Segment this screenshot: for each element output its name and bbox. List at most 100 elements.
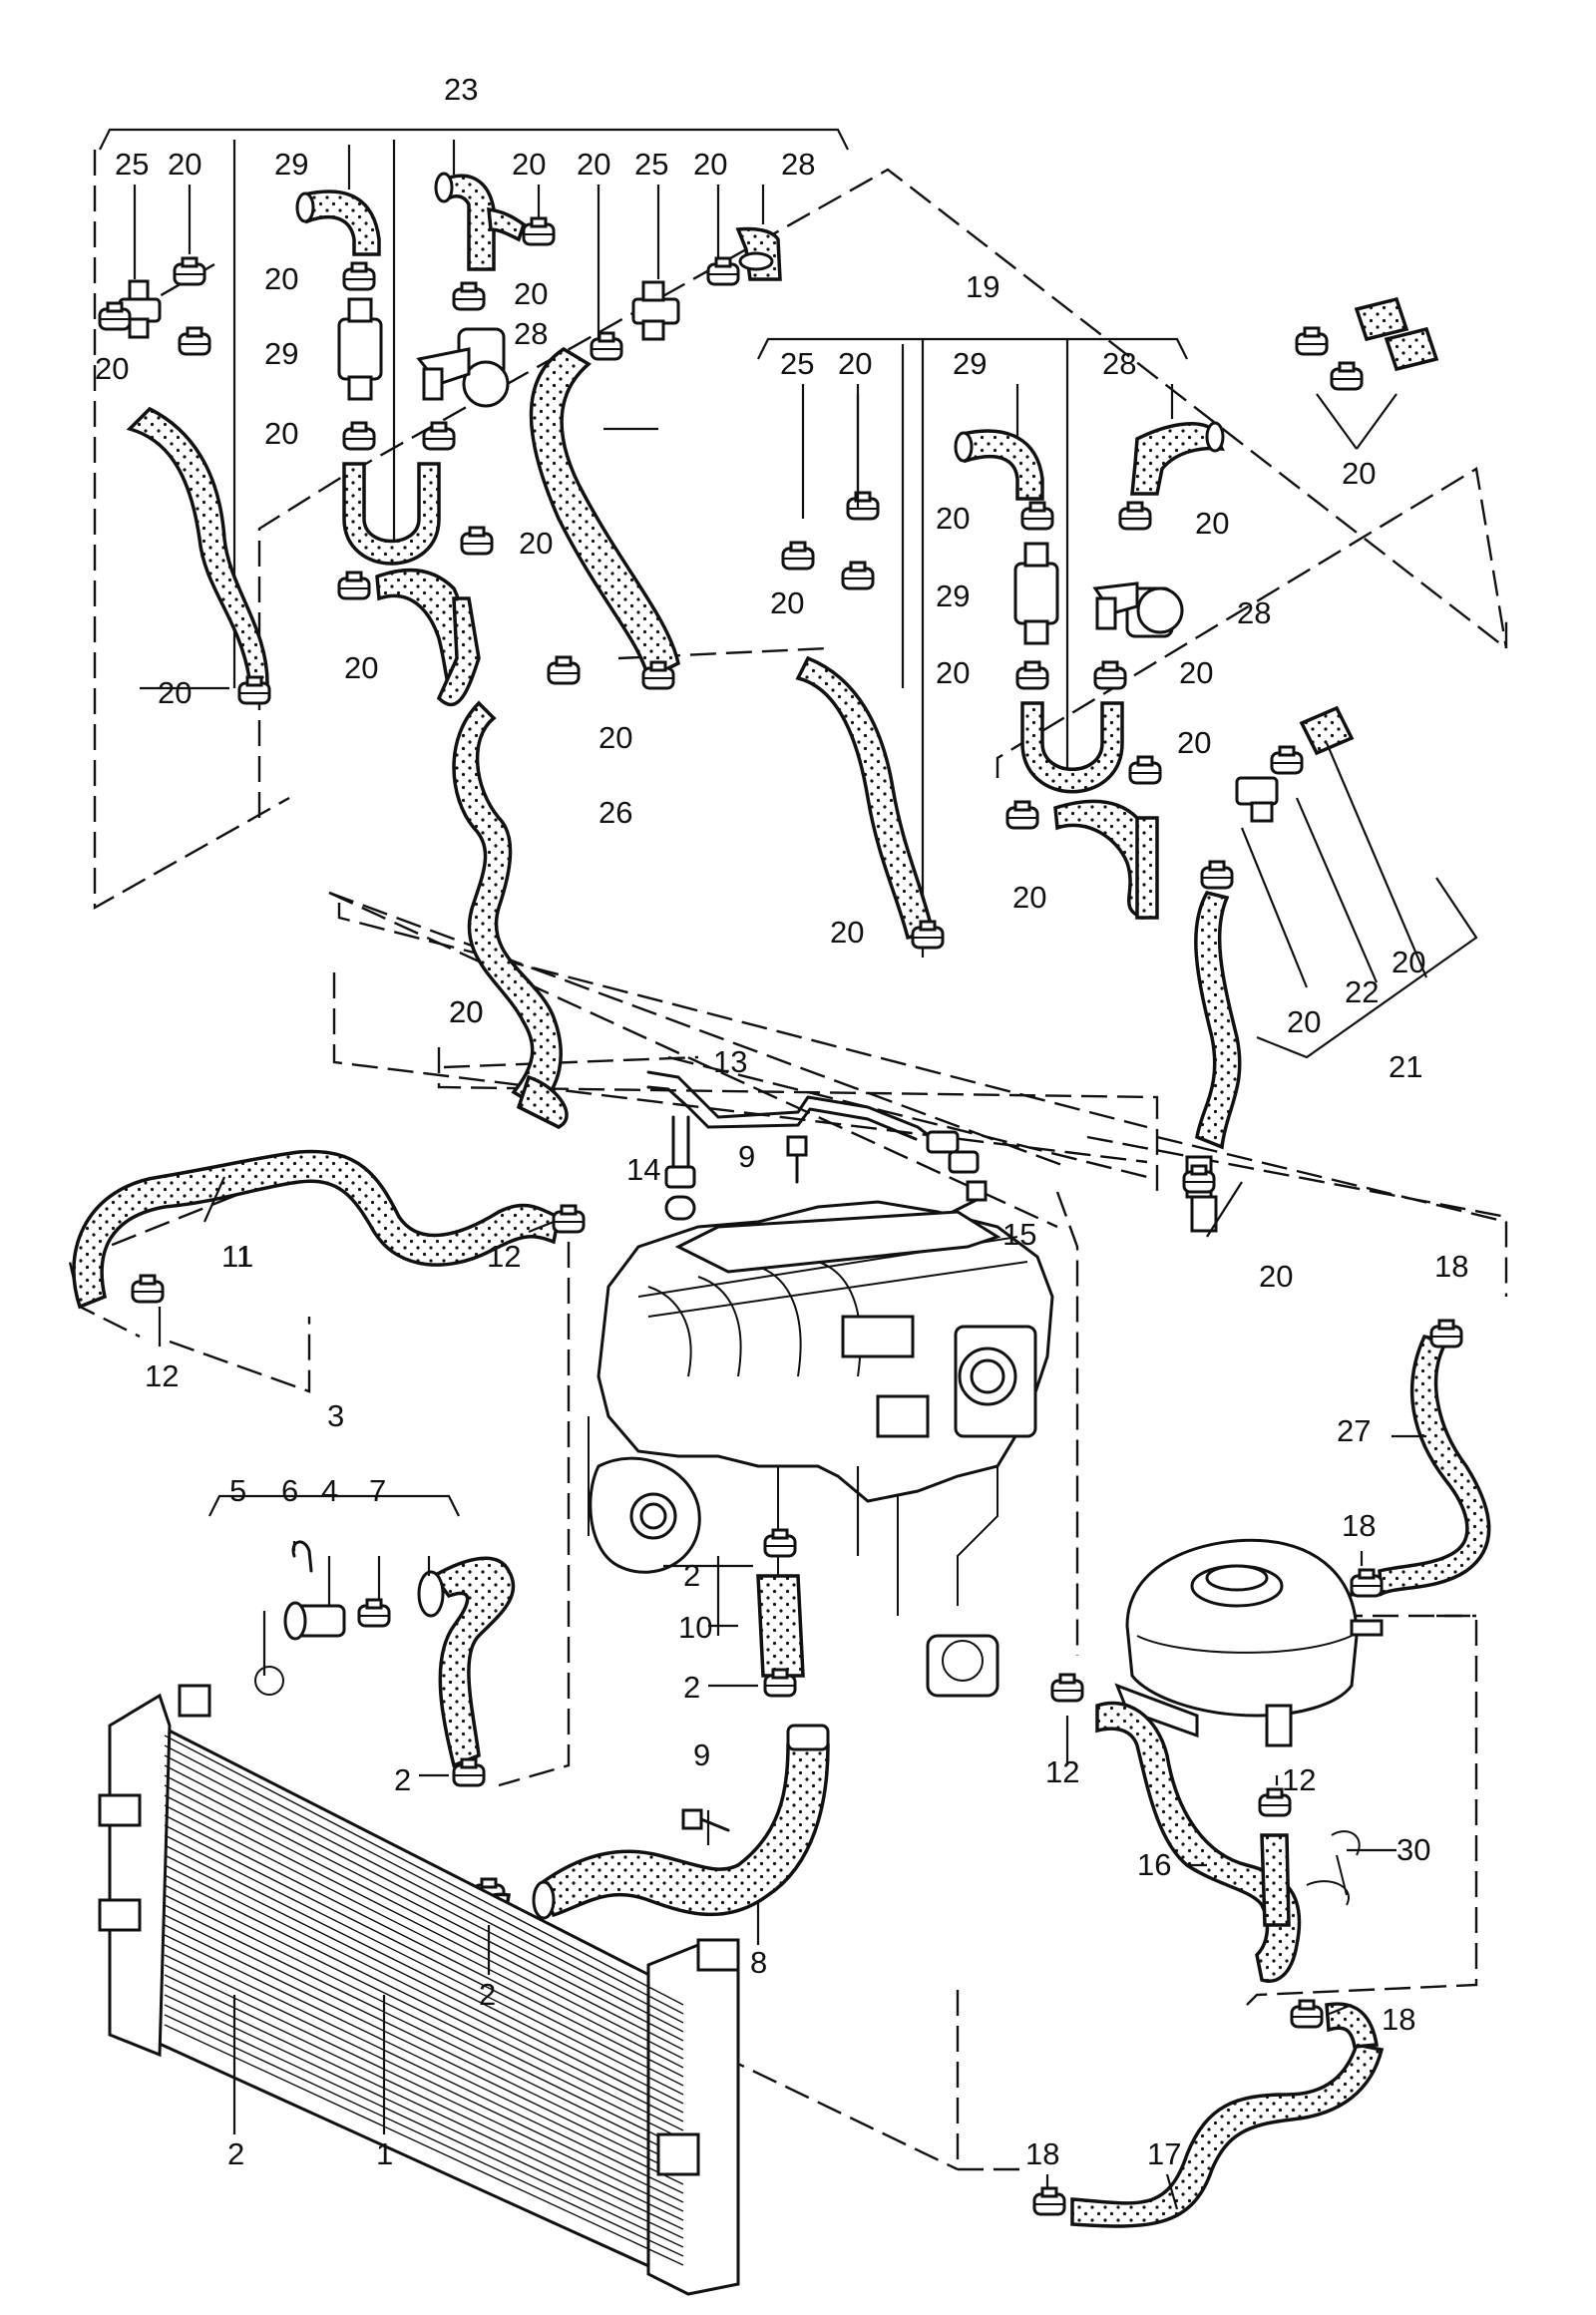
- callout-20: 20: [158, 675, 192, 710]
- callout-29: 29: [264, 336, 298, 371]
- bolt-9-lower: [681, 1808, 730, 1832]
- callout-4: 4: [321, 1473, 338, 1508]
- callout-20: 20: [1342, 456, 1376, 491]
- callout-5: 5: [229, 1473, 246, 1508]
- hose-connector-parts-4-5-6: [254, 1540, 391, 1696]
- callout-26: 26: [598, 795, 632, 830]
- callout-21: 21: [1389, 1049, 1422, 1084]
- callout-28: 28: [1102, 346, 1136, 381]
- callout-2: 2: [227, 2136, 244, 2171]
- callout-10: 10: [678, 1610, 712, 1645]
- bolt-15: [951, 1180, 988, 1214]
- callout-1: 1: [376, 2136, 393, 2171]
- callout-20: 20: [1179, 655, 1213, 690]
- callout-18: 18: [1382, 2002, 1415, 2037]
- callout-20: 20: [1195, 506, 1229, 541]
- callout-20: 20: [830, 915, 864, 950]
- callout-6: 6: [281, 1473, 298, 1508]
- callout-20: 20: [449, 994, 483, 1029]
- callout-20: 20: [577, 147, 610, 182]
- callout-28: 28: [781, 147, 815, 182]
- callout-30: 30: [1396, 1832, 1430, 1867]
- callout-20-extra: 20: [449, 994, 483, 1029]
- callout-7: 7: [369, 1473, 386, 1508]
- callout-19: 19: [966, 269, 999, 304]
- callout-20: 20: [1259, 1259, 1293, 1294]
- callout-2: 2: [479, 1977, 496, 2012]
- coolant-hose-10: [756, 1528, 805, 1698]
- callout-18: 18: [1025, 2136, 1059, 2171]
- radiator: [98, 1684, 740, 2296]
- pipe-connector-29-b: [1013, 562, 1059, 625]
- callout-9: 9: [738, 1139, 755, 1174]
- callout-20: 20: [1177, 725, 1211, 760]
- callout-22: 22: [1345, 974, 1379, 1009]
- coolant-pipe-13: [646, 1070, 980, 1221]
- leader-lines: [140, 394, 1426, 2210]
- callout-23: 23: [444, 72, 478, 107]
- hose-assembly-19: [757, 337, 1225, 958]
- callout-11: 11: [221, 1239, 253, 1274]
- callout-20: 20: [264, 416, 298, 451]
- callout-20: 20: [936, 501, 970, 536]
- callout-25: 25: [115, 147, 149, 182]
- upper-right-connectors: [1182, 296, 1478, 1233]
- callout-20: 20: [1392, 945, 1425, 979]
- coolant-hose-16: [1050, 1673, 1361, 1983]
- callout-8: 8: [750, 1945, 767, 1980]
- callout-2: 2: [683, 1558, 700, 1593]
- coolant-pipe-8: [472, 1724, 830, 1920]
- hose-assembly-23: [99, 128, 849, 707]
- coolant-hose-26: [452, 700, 569, 1129]
- callout-20: 20: [519, 526, 553, 561]
- callout-12: 12: [487, 1239, 521, 1274]
- engine-intake-manifold: [588, 1200, 1054, 1698]
- callout-2: 2: [394, 1762, 411, 1797]
- callout-12: 12: [145, 1358, 179, 1393]
- callout-20: 20: [1287, 1004, 1321, 1039]
- callout-25: 25: [780, 346, 814, 381]
- callout-14: 14: [626, 1152, 660, 1187]
- callout-29: 29: [953, 346, 987, 381]
- coolant-hose-17: [1032, 1999, 1385, 2228]
- coolant-hose-left-top: [126, 406, 269, 691]
- callout-20: 20: [514, 276, 548, 311]
- callout-labels: 23 25 20 29 20 20 25 20 28 20 20 20 29 2…: [95, 72, 1468, 2171]
- callout-20: 20: [512, 147, 546, 182]
- callout-20: 20: [95, 351, 129, 386]
- t-connector-25-mid: [631, 280, 680, 341]
- callout-12: 12: [1282, 1762, 1316, 1797]
- callout-16: 16: [1137, 1847, 1171, 1882]
- callout-18: 18: [1434, 1249, 1468, 1284]
- pipe-connector-29: [337, 317, 383, 381]
- callout-20: 20: [264, 261, 298, 296]
- callout-20: 20: [693, 147, 727, 182]
- callout-20: 20: [936, 655, 970, 690]
- coolant-expansion-tank: [1114, 1538, 1384, 1747]
- callout-27: 27: [1337, 1413, 1371, 1448]
- callout-13: 13: [713, 1044, 747, 1079]
- callout-18: 18: [1342, 1508, 1376, 1543]
- callout-28: 28: [1237, 595, 1271, 630]
- coolant-hose-11: [72, 1149, 586, 1310]
- callout-29: 29: [936, 579, 970, 613]
- callout-20: 20: [168, 147, 201, 182]
- callout-12: 12: [1045, 1754, 1079, 1789]
- callout-25: 25: [634, 147, 668, 182]
- coolant-hose-7: [417, 1556, 516, 1787]
- callout-20: 20: [344, 650, 378, 685]
- callout-17: 17: [1147, 2136, 1181, 2171]
- dashed-assembly-boundaries: [68, 150, 1508, 2171]
- callout-20: 20: [598, 720, 632, 755]
- callout-3: 3: [327, 1398, 344, 1433]
- coolant-hose-27: [1350, 1319, 1491, 1598]
- callout-9: 9: [693, 1737, 710, 1772]
- callout-15: 15: [1002, 1217, 1036, 1252]
- callout-20: 20: [770, 585, 804, 620]
- callout-20: 20: [1012, 880, 1046, 915]
- bolt-9-upper: [786, 1135, 808, 1184]
- callout-2: 2: [683, 1670, 700, 1705]
- callout-28: 28: [514, 316, 548, 351]
- callout-20: 20: [838, 346, 872, 381]
